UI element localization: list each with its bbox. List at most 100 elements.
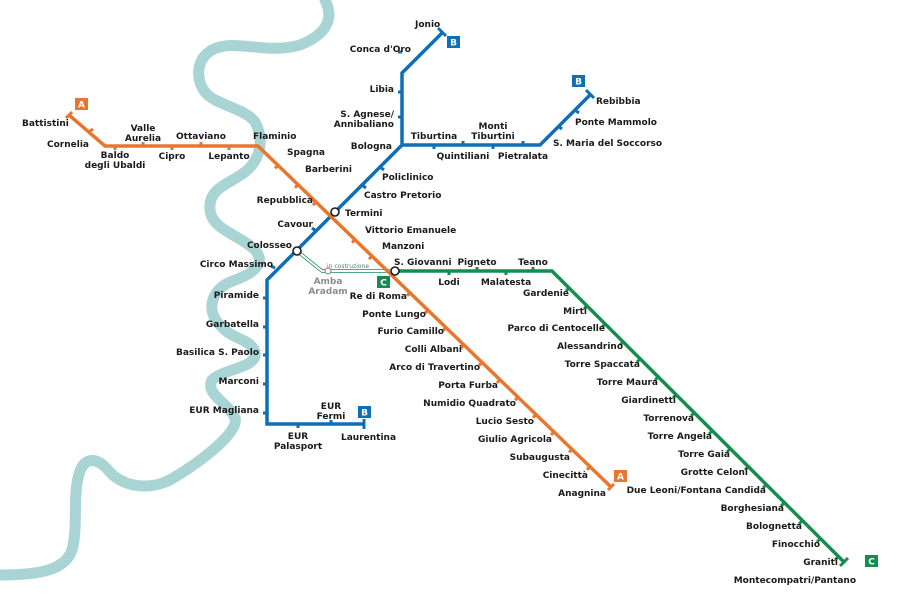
station-montecompatri-pantano[interactable]: Montecompatri/Pantano (734, 576, 856, 586)
station-circo-massimo[interactable]: Circo Massimo (200, 260, 273, 270)
station-battistini[interactable]: Battistini (22, 119, 69, 129)
station-anagnina[interactable]: Anagnina (558, 489, 606, 499)
interchange-termini[interactable] (330, 207, 340, 217)
station-parco-di-centocelle[interactable]: Parco di Centocelle (508, 324, 606, 334)
station-re-di-roma[interactable]: Re di Roma (350, 292, 407, 302)
station-finocchio[interactable]: Finocchio (772, 540, 820, 550)
line-a (67, 113, 613, 489)
station-libia[interactable]: Libia (370, 85, 394, 95)
station-s-maria-del-soccorso[interactable]: S. Maria del Soccorso (553, 139, 662, 149)
station-malatesta[interactable]: Malatesta (481, 278, 531, 288)
station-jonio[interactable]: Jonio (414, 20, 440, 30)
station-cipro[interactable]: Cipro (159, 152, 186, 162)
station-gardenie[interactable]: Gardenie (523, 289, 569, 299)
station-mirti[interactable]: Mirti (563, 307, 587, 317)
station-policlinico[interactable]: Policlinico (382, 173, 433, 183)
line-c-tick (582, 304, 589, 311)
station-subaugusta[interactable]: Subaugusta (510, 453, 570, 463)
station-quintiliani[interactable]: Quintiliani (437, 152, 490, 162)
station-eur-magliana[interactable]: EUR Magliana (189, 406, 259, 416)
line-a-tick (585, 465, 592, 471)
station-piramide[interactable]: Piramide (214, 291, 259, 301)
line-b-terminal (436, 26, 448, 38)
interchange-s-giovanni[interactable] (390, 266, 400, 276)
station-colosseo[interactable]: Colosseo (247, 241, 292, 251)
station-termini[interactable]: Termini (345, 209, 382, 219)
station-torre-maura[interactable]: Torre Maura (597, 378, 658, 388)
station-spagna[interactable]: Spagna (287, 148, 325, 158)
line-a-tick (405, 291, 412, 297)
station-pigneto[interactable]: Pigneto (457, 258, 496, 268)
station-teano[interactable]: Teano (518, 258, 548, 268)
station-graniti[interactable]: Graniti (803, 558, 838, 568)
line-c-tick (725, 447, 732, 454)
station-furio-camillo[interactable]: Furio Camillo (378, 327, 444, 337)
station-repubblica[interactable]: Repubblica (257, 196, 313, 206)
station-alessandrino[interactable]: Alessandrino (557, 342, 623, 352)
station-borghesiana[interactable]: Borghesiana (721, 504, 784, 514)
line-b-badge-rebibbia: B (572, 75, 585, 88)
station-conca-doro[interactable]: Conca d'Oro (350, 45, 411, 55)
interchange-colosseo[interactable] (292, 246, 302, 256)
station-lucio-sesto[interactable]: Lucio Sesto (476, 417, 534, 427)
svg-text:B: B (361, 409, 368, 419)
station-torrenova[interactable]: Torrenova (643, 414, 694, 424)
line-c (395, 269, 847, 565)
station-castro-pretorio[interactable]: Castro Pretorio (364, 191, 441, 201)
line-b-tick (574, 108, 580, 115)
svg-text:C: C (868, 558, 875, 568)
line-b-tick (270, 264, 276, 270)
station-cavour[interactable]: Cavour (277, 220, 313, 230)
station-giardinetti[interactable]: Giardinetti (621, 396, 676, 406)
station-s-giovanni[interactable]: S. Giovanni (394, 258, 452, 268)
station-colli-albani[interactable]: Colli Albani (405, 345, 462, 355)
line-a-tick (293, 183, 300, 189)
svg-text:A: A (78, 101, 85, 111)
station-manzoni[interactable]: Manzoni (382, 242, 424, 252)
station-marconi[interactable]: Marconi (219, 377, 259, 387)
station-arco-di-travertino[interactable]: Arco di Travertino (389, 363, 480, 373)
station-torre-angela[interactable]: Torre Angela (648, 432, 712, 442)
station-grotte-celoni[interactable]: Grotte Celoni (681, 468, 748, 478)
station-bolognetta[interactable]: Bolognetta (746, 522, 802, 532)
line-b-badge-jonio: B (447, 36, 460, 49)
station-ponte-lungo[interactable]: Ponte Lungo (362, 310, 426, 320)
station-bologna[interactable]: Bologna (351, 142, 392, 152)
line-c-tick (618, 340, 625, 347)
station-amba-aradam[interactable]: Amba (314, 267, 343, 287)
station-barberini[interactable]: Barberini (305, 165, 352, 175)
station-garbatella[interactable]: Garbatella (206, 320, 259, 330)
station-basilica-s-paolo[interactable]: Basilica S. Paolo (176, 348, 259, 358)
line-c-tick (815, 537, 822, 544)
line-a-tick (567, 448, 574, 454)
station-torre-spaccata[interactable]: Torre Spaccata (565, 360, 640, 370)
station-tiburtina[interactable]: Tiburtina (411, 132, 457, 142)
station-numidio-quadrato[interactable]: Numidio Quadrato (423, 399, 516, 409)
station-ottaviano[interactable]: Ottaviano (176, 132, 226, 142)
station-porta-furba[interactable]: Porta Furba (438, 381, 498, 391)
station-vittorio-emanuele[interactable]: Vittorio Emanuele (365, 226, 456, 236)
station-cornelia[interactable]: Cornelia (47, 140, 89, 150)
station-rebibbia[interactable]: Rebibbia (596, 97, 641, 107)
station-torre-gaia[interactable]: Torre Gaia (678, 450, 730, 460)
line-c-tick (635, 357, 642, 364)
station-lodi[interactable]: Lodi (438, 278, 459, 288)
line-c-tick (653, 375, 660, 382)
station-due-leoni-fontana-candida[interactable]: Due Leoni/Fontana Candida (627, 486, 766, 496)
station-laurentina[interactable]: Laurentina (341, 433, 396, 443)
station-flaminio[interactable]: Flaminio (253, 132, 296, 142)
station-s-agnese-annibaliano[interactable]: S. Agnese/Annibaliano (334, 110, 395, 130)
station-ponte-mammolo[interactable]: Ponte Mammolo (575, 118, 657, 128)
station-cinecitta[interactable]: Cinecittà (543, 471, 588, 481)
station-giulio-agricola[interactable]: Giulio Agricola (478, 435, 552, 445)
station-lepanto[interactable]: Lepanto (208, 152, 249, 162)
line-c-tick (779, 501, 786, 508)
station-pietralata[interactable]: Pietralata (498, 152, 548, 162)
baldo-label-1: Baldo (101, 151, 130, 161)
